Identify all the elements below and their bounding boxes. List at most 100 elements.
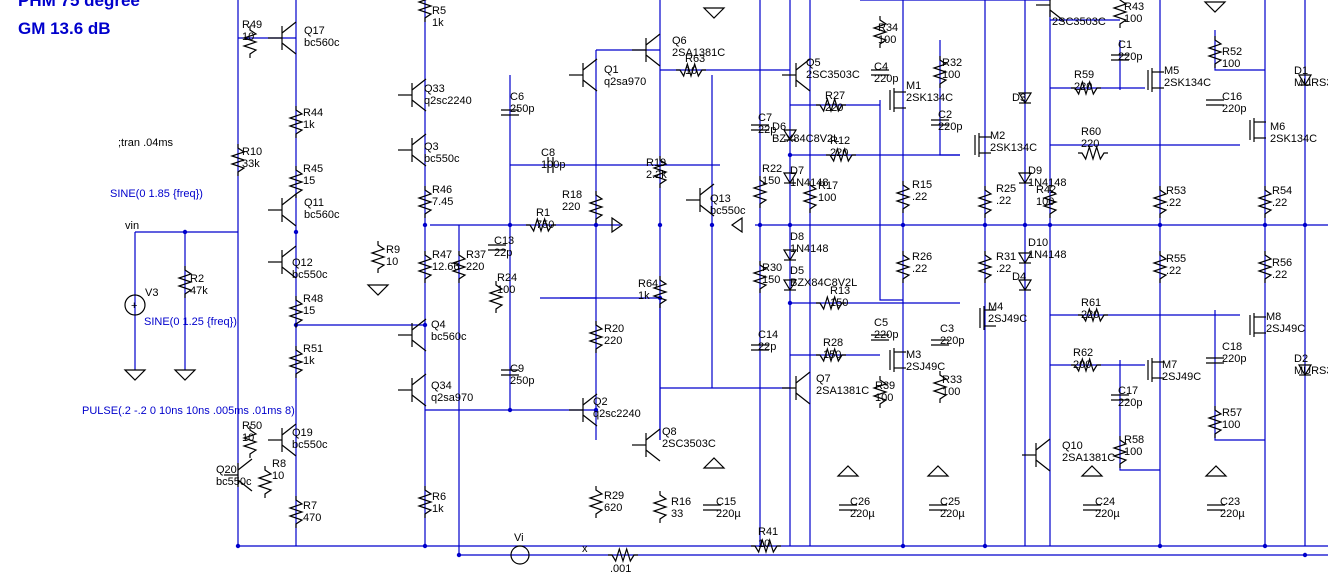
- transistor-Q9[interactable]: [1036, 0, 1065, 22]
- capacitor-C16[interactable]: [1206, 99, 1224, 106]
- transistor-Q10[interactable]: [1022, 438, 1051, 472]
- transistor-Q3[interactable]: [398, 133, 427, 167]
- resistor-R48[interactable]: [288, 296, 304, 328]
- resistor-R50[interactable]: [242, 426, 258, 458]
- transistor-Q13[interactable]: [686, 183, 715, 217]
- resistor-R22[interactable]: [752, 176, 768, 208]
- transistor-Q2[interactable]: [569, 393, 598, 427]
- resistor-R17[interactable]: [802, 181, 818, 213]
- resistor-R7[interactable]: [288, 496, 304, 528]
- transistor-Q19[interactable]: [268, 423, 297, 457]
- capacitor-C5[interactable]: [871, 334, 889, 341]
- resistor-R12[interactable]: [826, 146, 856, 164]
- resistor-R18[interactable]: [588, 191, 604, 223]
- capacitor-C18[interactable]: [1206, 357, 1224, 364]
- resistor-R8[interactable]: [257, 466, 273, 498]
- resistor-R1[interactable]: [526, 216, 556, 234]
- resistor-R33[interactable]: [932, 371, 948, 403]
- resistor-R9[interactable]: [370, 241, 386, 273]
- capacitor-C1[interactable]: [1111, 54, 1129, 61]
- resistor-R54[interactable]: [1257, 186, 1273, 218]
- mosfet-M4[interactable]: [979, 306, 996, 330]
- resistor-R25[interactable]: [977, 186, 993, 218]
- resistor-R20[interactable]: [588, 321, 604, 353]
- resistor-R15[interactable]: [895, 181, 911, 213]
- resistor-R2[interactable]: [177, 266, 193, 298]
- resistor-R46[interactable]: [417, 186, 433, 218]
- resistor-R24[interactable]: [488, 281, 504, 313]
- diode-D10[interactable]: [1017, 252, 1033, 265]
- mosfet-M5[interactable]: [1147, 68, 1164, 92]
- transistor-Q11[interactable]: [268, 193, 297, 227]
- capacitor-C9[interactable]: [501, 369, 519, 376]
- transistor-Q6[interactable]: [632, 33, 661, 67]
- resistor-R49[interactable]: [242, 26, 258, 58]
- diode-D8[interactable]: [782, 249, 798, 262]
- resistor-R34[interactable]: [872, 16, 888, 48]
- resistor-R19[interactable]: [652, 156, 668, 188]
- resistor-R6[interactable]: [417, 486, 433, 518]
- diode-D3[interactable]: [1017, 92, 1033, 105]
- capacitor-C8[interactable]: [547, 157, 554, 173]
- source-V3[interactable]: +: [124, 294, 146, 316]
- transistor-Q17[interactable]: [268, 21, 297, 55]
- resistor-R42[interactable]: [1042, 186, 1058, 218]
- resistor-R45[interactable]: [288, 166, 304, 198]
- resistor-R30[interactable]: [752, 261, 768, 293]
- mosfet-M7[interactable]: [1147, 358, 1164, 382]
- resistor-R59[interactable]: [1071, 79, 1101, 97]
- transistor-Q1[interactable]: [569, 58, 598, 92]
- resistor-R29[interactable]: [588, 486, 604, 518]
- resistor-R10[interactable]: [230, 144, 246, 176]
- capacitor-C2[interactable]: [931, 119, 949, 126]
- capacitor-C17[interactable]: [1111, 394, 1129, 401]
- capacitor-C26[interactable]: [839, 504, 857, 511]
- capacitor-C24[interactable]: [1083, 504, 1101, 511]
- resistor-R28[interactable]: [816, 346, 846, 364]
- capacitor-C6[interactable]: [501, 109, 519, 116]
- capacitor-C7[interactable]: [751, 124, 769, 131]
- resistor-R26[interactable]: [895, 251, 911, 283]
- resistor-R55[interactable]: [1152, 251, 1168, 283]
- diode-D1[interactable]: [1297, 74, 1313, 87]
- mosfet-M3[interactable]: [889, 348, 906, 372]
- mosfet-M2[interactable]: [974, 133, 991, 157]
- resistor-R39[interactable]: [872, 376, 888, 408]
- resistor-R57[interactable]: [1207, 406, 1223, 438]
- resistor-R64[interactable]: [652, 276, 668, 308]
- capacitor-C14[interactable]: [751, 344, 769, 351]
- resistor-R58[interactable]: [1112, 436, 1128, 468]
- resistor-R51[interactable]: [288, 346, 304, 378]
- resistor-R44[interactable]: [288, 106, 304, 138]
- capacitor-C4[interactable]: [871, 69, 889, 76]
- resistor-R31[interactable]: [977, 251, 993, 283]
- resistor-R52[interactable]: [1207, 36, 1223, 68]
- diode-D9[interactable]: [1017, 172, 1033, 185]
- resistor-Rx[interactable]: [608, 546, 638, 564]
- capacitor-C3[interactable]: [931, 339, 949, 346]
- resistor-R60[interactable]: [1078, 144, 1108, 162]
- resistor-R61[interactable]: [1078, 306, 1108, 324]
- resistor-R47[interactable]: [417, 251, 433, 283]
- resistor-R13[interactable]: [816, 294, 846, 312]
- diode-D6[interactable]: [782, 129, 798, 142]
- diode-D5[interactable]: [782, 279, 798, 292]
- diode-D7[interactable]: [782, 172, 798, 185]
- resistor-R62[interactable]: [1071, 356, 1101, 374]
- capacitor-C25[interactable]: [929, 504, 947, 511]
- transistor-Q33[interactable]: [398, 78, 427, 112]
- transistor-Q8[interactable]: [632, 428, 661, 462]
- transistor-Q4[interactable]: [398, 318, 427, 352]
- mosfet-M1[interactable]: [889, 88, 906, 112]
- transistor-Q12[interactable]: [268, 245, 297, 279]
- resistor-R27[interactable]: [816, 96, 846, 114]
- current-probe-vi[interactable]: [510, 545, 530, 565]
- transistor-Q5[interactable]: [782, 58, 811, 92]
- capacitor-C15[interactable]: [703, 504, 721, 511]
- capacitor-C13[interactable]: [488, 244, 506, 251]
- transistor-Q7[interactable]: [782, 371, 811, 405]
- diode-D4[interactable]: [1017, 279, 1033, 292]
- capacitor-C23[interactable]: [1207, 504, 1225, 511]
- resistor-R56[interactable]: [1257, 251, 1273, 283]
